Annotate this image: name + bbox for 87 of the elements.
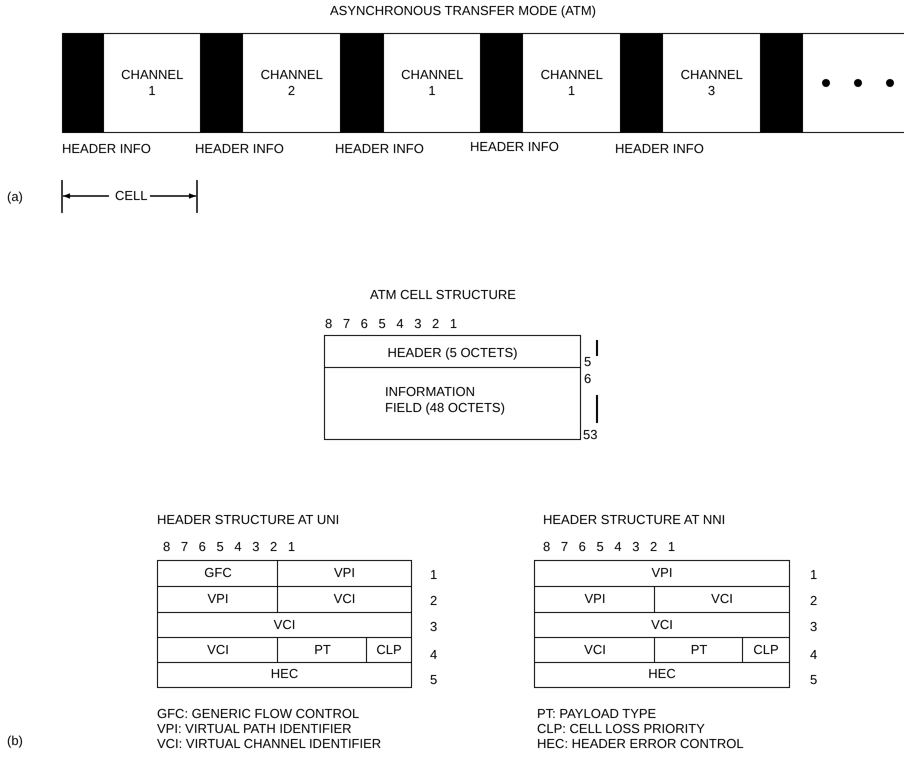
channel-box	[522, 33, 621, 133]
row-number: 2	[810, 593, 818, 608]
row-number: 4	[430, 647, 438, 662]
field-label: GFC	[204, 564, 232, 580]
header-info-label: HEADER INFO	[335, 141, 424, 156]
field-label: VCI	[334, 590, 356, 606]
row-number: 4	[810, 647, 818, 662]
channel-label: CHANNEL 1	[540, 67, 602, 99]
header-block	[62, 33, 104, 133]
abbreviation-note: CLP: CELL LOSS PRIORITY	[537, 721, 705, 736]
field-cell	[534, 637, 656, 664]
row-number: 2	[430, 593, 438, 608]
field-cell	[157, 637, 279, 664]
field-cell	[654, 637, 744, 664]
octet-number: 5	[584, 354, 592, 369]
panel-label: (a)	[7, 189, 23, 204]
channel-label: CHANNEL 3	[680, 67, 742, 99]
abbreviation-note: GFC: GENERIC FLOW CONTROL	[157, 706, 360, 721]
abbreviation-note: VCI: VIRTUAL CHANNEL IDENTIFIER	[157, 736, 382, 751]
header-info-label: HEADER INFO	[615, 141, 704, 156]
header-block	[480, 33, 523, 133]
octet-number: 53	[583, 427, 598, 442]
header-field	[324, 335, 581, 369]
channel-label: CHANNEL 1	[121, 67, 183, 99]
header-info-label: HEADER INFO	[62, 141, 151, 156]
field-label: VCI	[711, 590, 733, 606]
channel-label: CHANNEL 2	[260, 67, 322, 99]
header-block	[620, 33, 663, 133]
header-block	[340, 33, 384, 133]
field-cell	[277, 637, 368, 664]
field-label: VCI	[651, 616, 673, 632]
header-block	[760, 33, 803, 133]
field-label: INFORMATION FIELD (48 OCTETS)	[385, 384, 506, 416]
field-cell	[157, 560, 279, 587]
abbreviation-note: HEC: HEADER ERROR CONTROL	[537, 736, 744, 751]
field-cell	[277, 586, 412, 613]
field-label: CLP	[376, 642, 402, 656]
section-heading: HEADER STRUCTURE AT NNI	[543, 512, 726, 527]
field-label: VCI	[584, 642, 606, 656]
row-number: 3	[430, 619, 438, 634]
row-number: 5	[810, 672, 818, 687]
channel-box	[383, 33, 481, 133]
field-label: PT	[314, 642, 331, 656]
field-label: PT	[690, 642, 708, 656]
diagram-title: ASYNCHRONOUS TRANSFER MODE (ATM)	[328, 3, 598, 18]
field-label: VPI	[334, 564, 355, 580]
continuation-box	[802, 33, 904, 133]
field-label: HEC	[270, 666, 298, 681]
header-info-label: HEADER INFO	[470, 139, 559, 154]
field-cell	[654, 586, 790, 613]
bit-numbers: 8 7 6 5 4 3 2 1	[163, 539, 296, 554]
row-number: 5	[430, 672, 438, 687]
header-info-label: HEADER INFO	[195, 141, 284, 156]
abbreviation-note: PT: PAYLOAD TYPE	[537, 706, 656, 721]
channel-box	[662, 33, 761, 133]
field-label: VPI	[584, 590, 606, 606]
field-label: HEC	[648, 666, 676, 681]
field-label: VPI	[652, 564, 672, 580]
panel-label: (b)	[7, 733, 23, 748]
channel-box	[242, 33, 341, 133]
section-heading: ATM CELL STRUCTURE	[370, 287, 516, 302]
field-label: CLP	[753, 642, 779, 656]
field-cell	[366, 637, 412, 664]
field-label: VCI	[274, 616, 296, 632]
row-number: 1	[430, 567, 438, 582]
field-label: VPI	[208, 590, 228, 606]
field-cell	[534, 612, 790, 639]
section-heading: HEADER STRUCTURE AT UNI	[157, 512, 340, 527]
bit-numbers: 8 7 6 5 4 3 2 1	[325, 316, 458, 331]
field-cell	[277, 560, 412, 587]
field-label: HEADER (5 OCTETS)	[387, 344, 518, 360]
field-cell	[534, 662, 790, 688]
row-number: 3	[810, 619, 818, 634]
field-cell	[157, 662, 412, 688]
information-field	[324, 367, 581, 440]
abbreviation-note: VPI: VIRTUAL PATH IDENTIFIER	[157, 721, 352, 736]
channel-label: CHANNEL 1	[401, 67, 463, 99]
header-block	[200, 33, 243, 133]
field-cell	[742, 637, 790, 664]
octet-number: 6	[584, 371, 592, 386]
bit-numbers: 8 7 6 5 4 3 2 1	[543, 539, 676, 554]
field-label: VCI	[207, 642, 229, 656]
channel-box	[103, 33, 201, 133]
row-number: 1	[810, 567, 818, 582]
dimension-label: CELL	[115, 188, 148, 203]
field-cell	[157, 612, 412, 639]
field-cell	[534, 560, 790, 587]
